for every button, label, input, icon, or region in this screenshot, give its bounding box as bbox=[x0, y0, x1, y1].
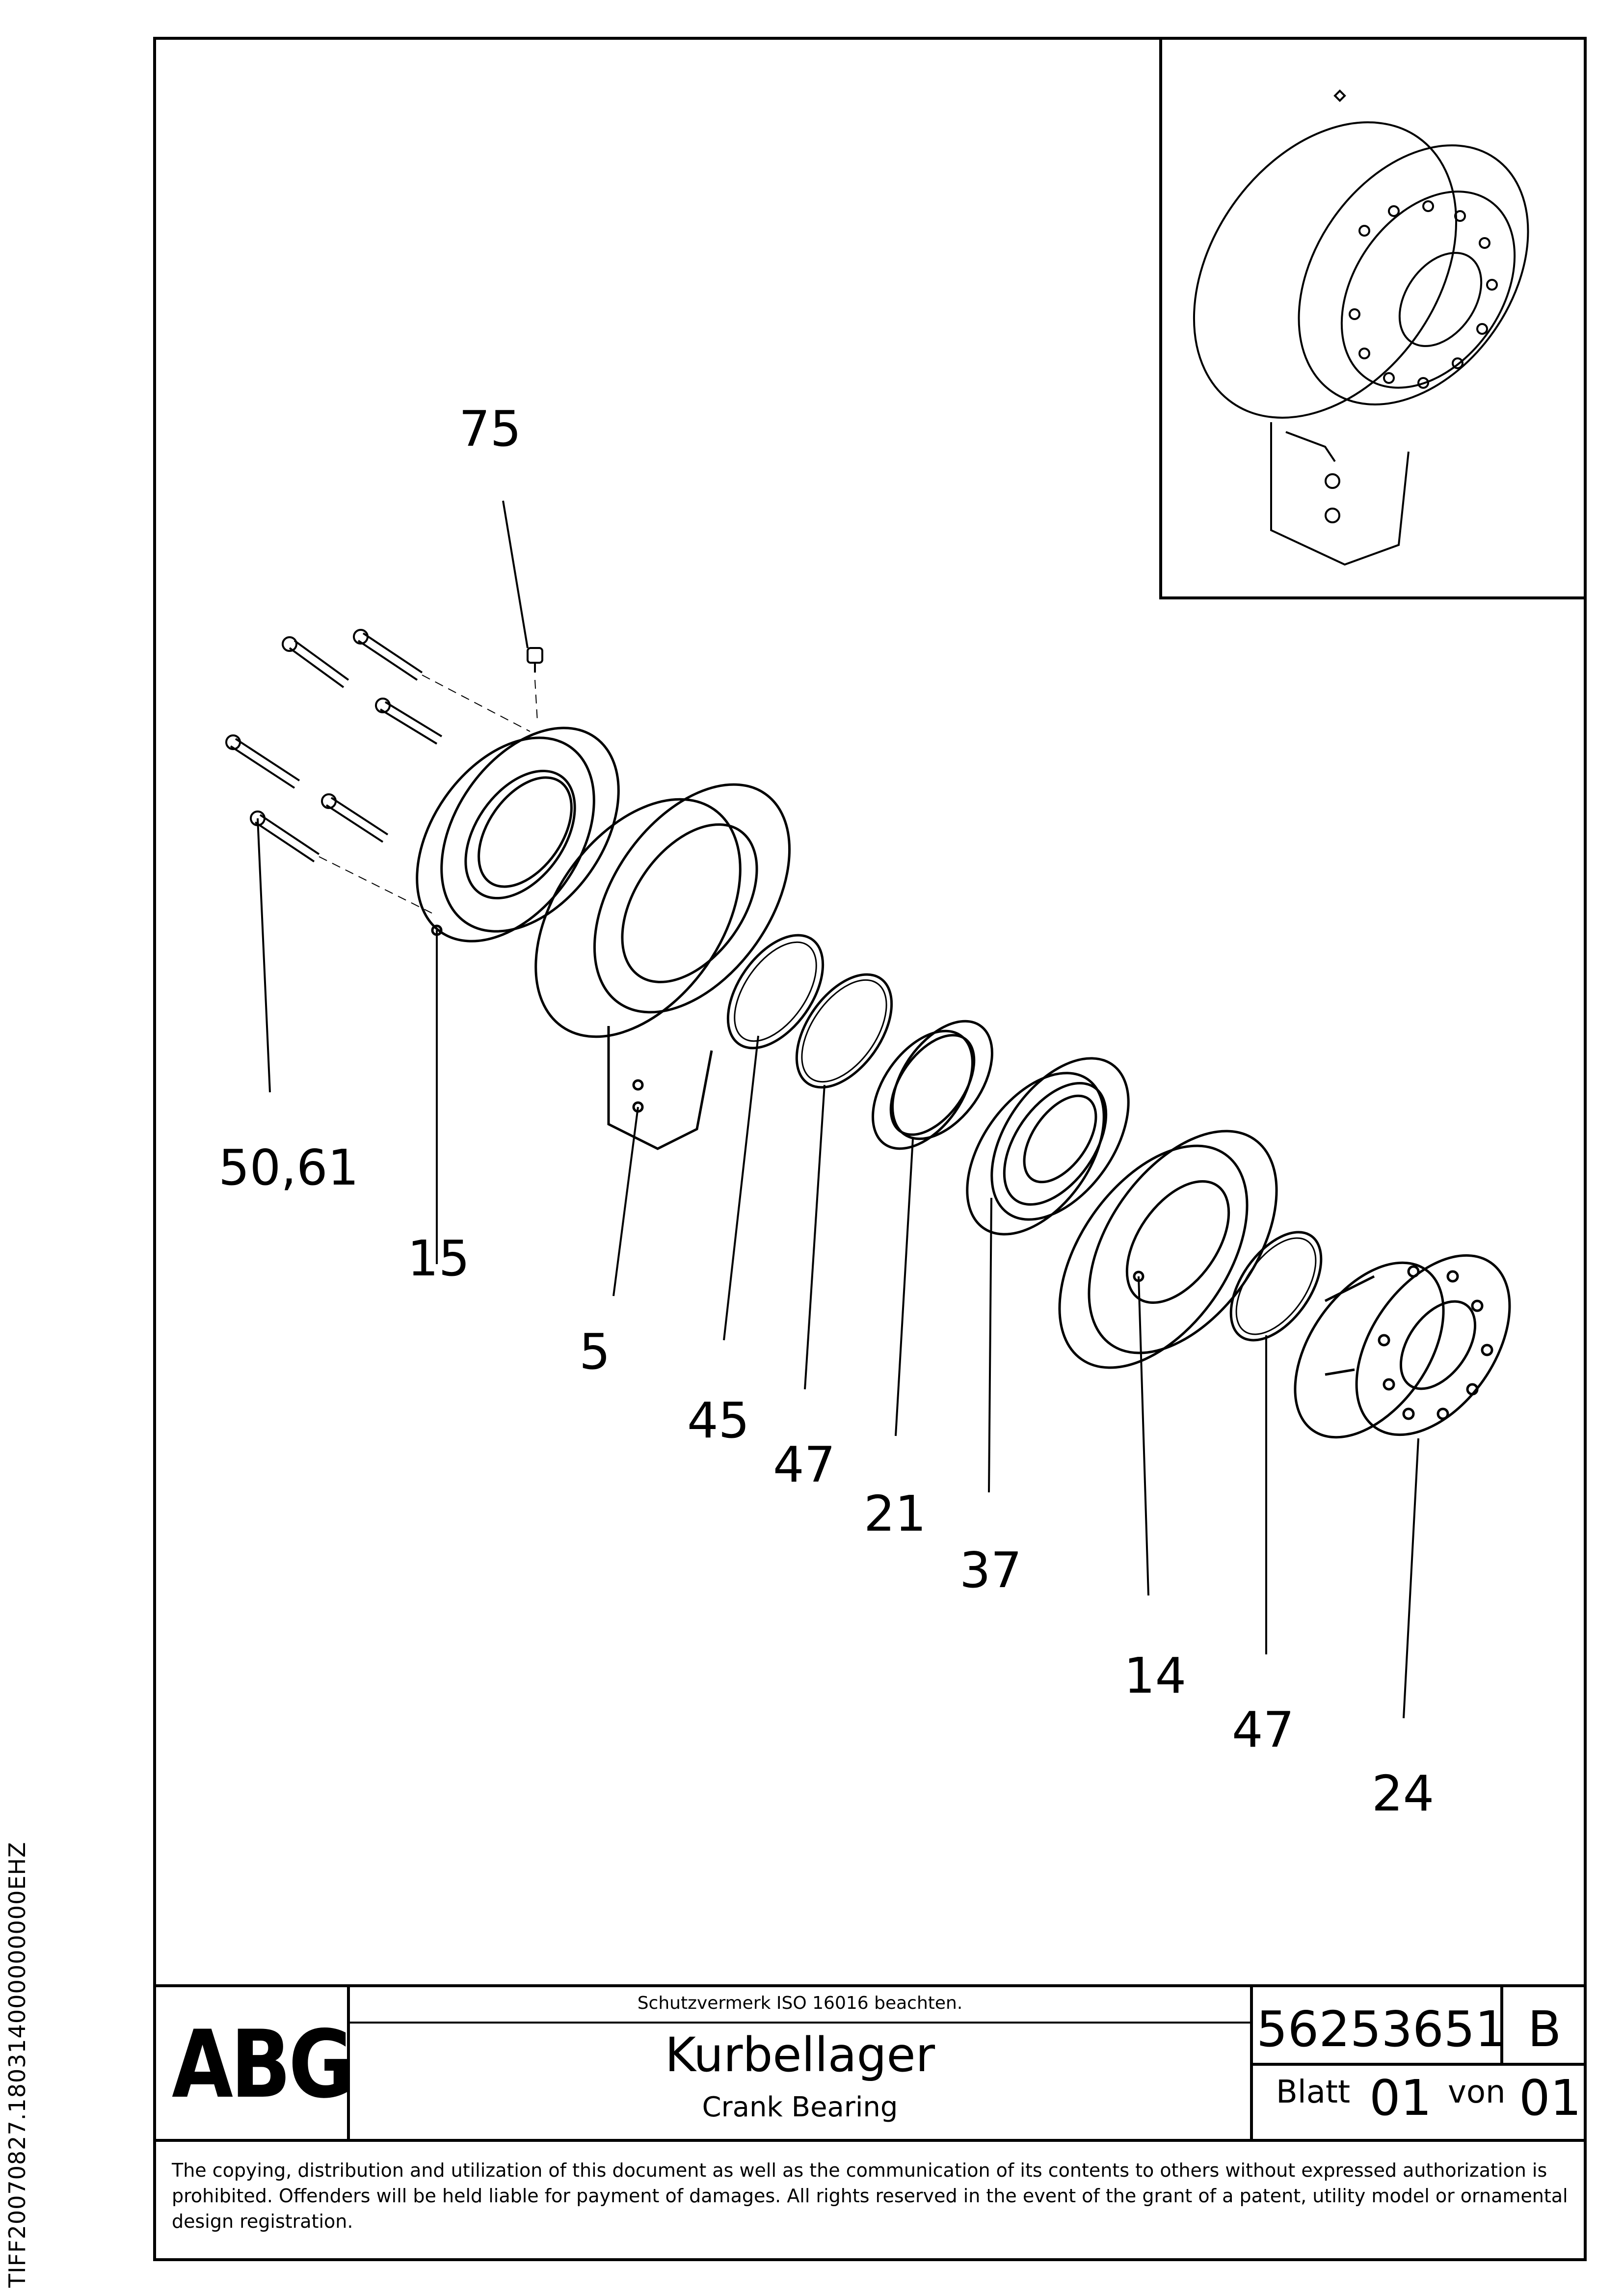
ring-47 bbox=[795, 973, 893, 1089]
bolt bbox=[362, 632, 423, 674]
copyright-disclaimer: The copying, distribution and utilizatio… bbox=[172, 2160, 1568, 2232]
callout-50-61: 50,61 bbox=[218, 1139, 359, 1196]
callout-45: 45 bbox=[687, 1392, 750, 1449]
abg-logo: ABG bbox=[172, 2010, 353, 2119]
bolts-50-61 bbox=[225, 629, 443, 863]
document-number: 56253651 bbox=[1256, 2000, 1506, 2058]
ring-47-second bbox=[1229, 1231, 1323, 1342]
of-label: von bbox=[1448, 2074, 1506, 2110]
roller-bearing-37 bbox=[966, 1057, 1130, 1236]
title-german: Kurbellager bbox=[665, 2027, 935, 2082]
crank-pin-24 bbox=[1294, 1254, 1511, 1439]
bolt bbox=[384, 701, 443, 737]
bolt bbox=[293, 640, 349, 681]
protection-notice: Schutzvermerk ISO 16016 beachten. bbox=[637, 1993, 963, 2013]
assembled-bearing-view bbox=[1193, 89, 1529, 566]
bolt bbox=[259, 814, 320, 855]
callout-75: 75 bbox=[459, 400, 522, 458]
revision-letter: B bbox=[1527, 2000, 1562, 2058]
bolt bbox=[235, 738, 300, 782]
of-number: 01 bbox=[1519, 2069, 1582, 2127]
callout-14: 14 bbox=[1124, 1647, 1187, 1704]
callout-15: 15 bbox=[407, 1230, 470, 1287]
assembled-view-frame bbox=[1159, 37, 1587, 599]
callout-5: 5 bbox=[579, 1323, 611, 1380]
side-file-code: TIFF20070827.180314000000000EHZ bbox=[4, 1841, 30, 2288]
callout-21: 21 bbox=[864, 1485, 927, 1542]
callout-24: 24 bbox=[1372, 1765, 1435, 1822]
sheet-number: 01 bbox=[1369, 2069, 1432, 2127]
drawing-border bbox=[153, 37, 1587, 2261]
title-block-grid bbox=[155, 1984, 1585, 2142]
callout-37: 37 bbox=[959, 1541, 1022, 1599]
title-english: Crank Bearing bbox=[702, 2091, 898, 2123]
bolt bbox=[330, 797, 389, 836]
crank-housing-5 bbox=[534, 783, 791, 1150]
flange-15 bbox=[416, 727, 620, 943]
circlip-45 bbox=[726, 934, 825, 1050]
leader-lines bbox=[257, 500, 1419, 1719]
grease-nipple-75 bbox=[527, 647, 543, 673]
callout-47: 47 bbox=[773, 1436, 836, 1493]
sheet-label: Blatt bbox=[1276, 2074, 1351, 2110]
callout-47-second: 47 bbox=[1232, 1701, 1295, 1758]
sleeve-21 bbox=[872, 1020, 993, 1150]
